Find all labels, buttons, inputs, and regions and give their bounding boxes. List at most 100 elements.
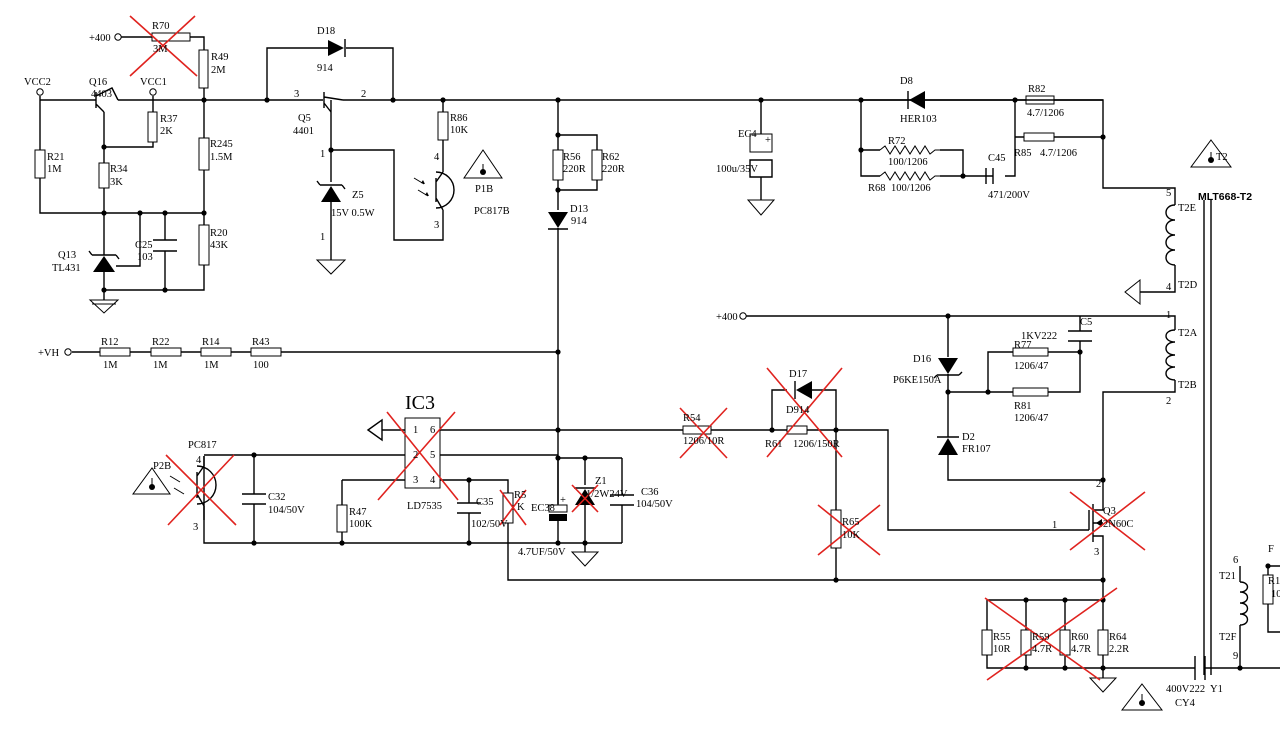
resistor-r1x: [1262, 574, 1274, 605]
terminal-vh: [64, 348, 72, 356]
svg-text:+: +: [560, 495, 566, 506]
val-r245: 1.5M: [210, 152, 233, 163]
val-ic3: LD7535: [407, 501, 442, 512]
pin-t2b-2: 2: [1166, 396, 1171, 407]
val-r14: 1M: [204, 360, 219, 371]
ref-r55: R55: [993, 632, 1011, 643]
winding-label-t2e: T2E: [1178, 203, 1196, 214]
ground-t2d: [1124, 278, 1141, 306]
cross-ic3: [377, 411, 459, 501]
val-r49: 2M: [211, 65, 226, 76]
ref-r85: R85: [1014, 148, 1032, 159]
optocoupler-p1b: [413, 160, 455, 222]
ref-r68: R68: [868, 183, 886, 194]
pin-t2f-9: 9: [1233, 651, 1238, 662]
resistor-r68: [879, 171, 940, 181]
ref-q3: Q3: [1103, 506, 1116, 517]
diodes: [88, 39, 963, 505]
transistor-q16: [90, 87, 119, 113]
ref-pc817: PC817: [188, 440, 217, 451]
ref-r47: R47: [349, 507, 367, 518]
svg-text:+: +: [765, 135, 771, 146]
ref-r245: R245: [210, 139, 233, 150]
winding-label-t2d: T2D: [1178, 280, 1198, 291]
val-t2: MLT668-T2: [1198, 191, 1252, 203]
cross-r70: [129, 15, 198, 77]
ref-d13: D13: [570, 204, 588, 215]
val-r21: 1M: [47, 164, 62, 175]
ref-r60: R60: [1071, 632, 1089, 643]
winding-t2a: [1165, 329, 1176, 381]
transformer-t2: [1165, 200, 1249, 675]
val-d13: 914: [571, 216, 588, 227]
capacitor-c36: [610, 494, 634, 506]
ref-c25: C25: [135, 240, 153, 251]
ground-q13: [88, 299, 120, 314]
resistor-r37: [147, 111, 158, 143]
resistor-r77: [1012, 347, 1049, 357]
ref-r22: R22: [152, 337, 170, 348]
val-ec38: 4.7UF/50V: [518, 547, 566, 558]
val-r72: 100/1206: [888, 157, 928, 168]
terminal-vcc1: [149, 88, 157, 96]
pin-t21-6: 6: [1233, 555, 1238, 566]
ref-r34: R34: [110, 164, 128, 175]
cross-d17-r61: [766, 367, 843, 458]
ref-y1: Y1: [1210, 684, 1223, 695]
resistor-r49: [198, 49, 209, 89]
val-r61: 1206/150R: [793, 439, 840, 450]
capacitor-ec4: +: [749, 133, 773, 178]
resistor-r70: [151, 32, 191, 42]
val-c5: 1KV222: [1021, 331, 1057, 342]
ref-r49: R49: [211, 52, 229, 63]
cross-pc817: [165, 454, 237, 526]
val-r68: 100/1206: [891, 183, 931, 194]
zener-z5: [316, 180, 346, 202]
pin-t2d-4: 4: [1166, 282, 1172, 293]
resistor-r43: [250, 347, 282, 357]
wires: [39, 36, 1280, 678]
resistor-r82: [1025, 95, 1055, 105]
val-r56: 220R: [563, 164, 586, 175]
terminal-vcc2: [36, 88, 44, 96]
val-r81: 1206/47: [1014, 413, 1048, 424]
ref-r14: R14: [202, 337, 220, 348]
ground-ec4: [746, 199, 776, 216]
val-d17: D914: [786, 405, 810, 416]
hot-ground-t2-icon: [1190, 139, 1232, 168]
tl431-q13: [88, 250, 120, 272]
val-c32: 104/50V: [268, 505, 305, 516]
winding-t21: [1239, 581, 1249, 626]
resistor-r14: [200, 347, 232, 357]
val-d8: HER103: [900, 114, 937, 125]
val-r12: 1M: [103, 360, 118, 371]
ref-d16: D16: [913, 354, 931, 365]
ref-t21: T21: [1219, 571, 1236, 582]
pin-ic-5: 5: [430, 450, 435, 461]
winding-label-t2b: T2B: [1178, 380, 1197, 391]
pin-z5-1: 1: [320, 232, 325, 243]
resistor-r60: [1059, 629, 1071, 656]
val-d2: FR107: [962, 444, 991, 455]
ref-r20: R20: [210, 228, 228, 239]
cross-z1: [571, 484, 599, 513]
ref-r77: R77: [1014, 340, 1032, 351]
ground-z1: [570, 551, 600, 567]
cross-r65: [817, 504, 881, 556]
junctions: [101, 97, 1271, 671]
val-r37: 2K: [160, 126, 173, 137]
ref-r61: R61: [765, 439, 783, 450]
pin-q5-1: 1: [320, 149, 325, 160]
ref-r37: R37: [160, 114, 178, 125]
ref-r86: R86: [450, 113, 468, 124]
transistor-q5: [318, 92, 344, 113]
val-y1: 400V222: [1166, 684, 1205, 695]
val-r86: 10K: [450, 125, 469, 136]
ref-r81: R81: [1014, 401, 1032, 412]
pin-q3-2: 2: [1096, 479, 1101, 490]
ref-r59: R59: [1032, 632, 1050, 643]
val-q16: 4403: [91, 89, 112, 100]
ref-r1x: R1: [1268, 576, 1280, 587]
pin-q3-1: 1: [1052, 520, 1057, 531]
val-r85: 4.7/1206: [1040, 148, 1077, 159]
